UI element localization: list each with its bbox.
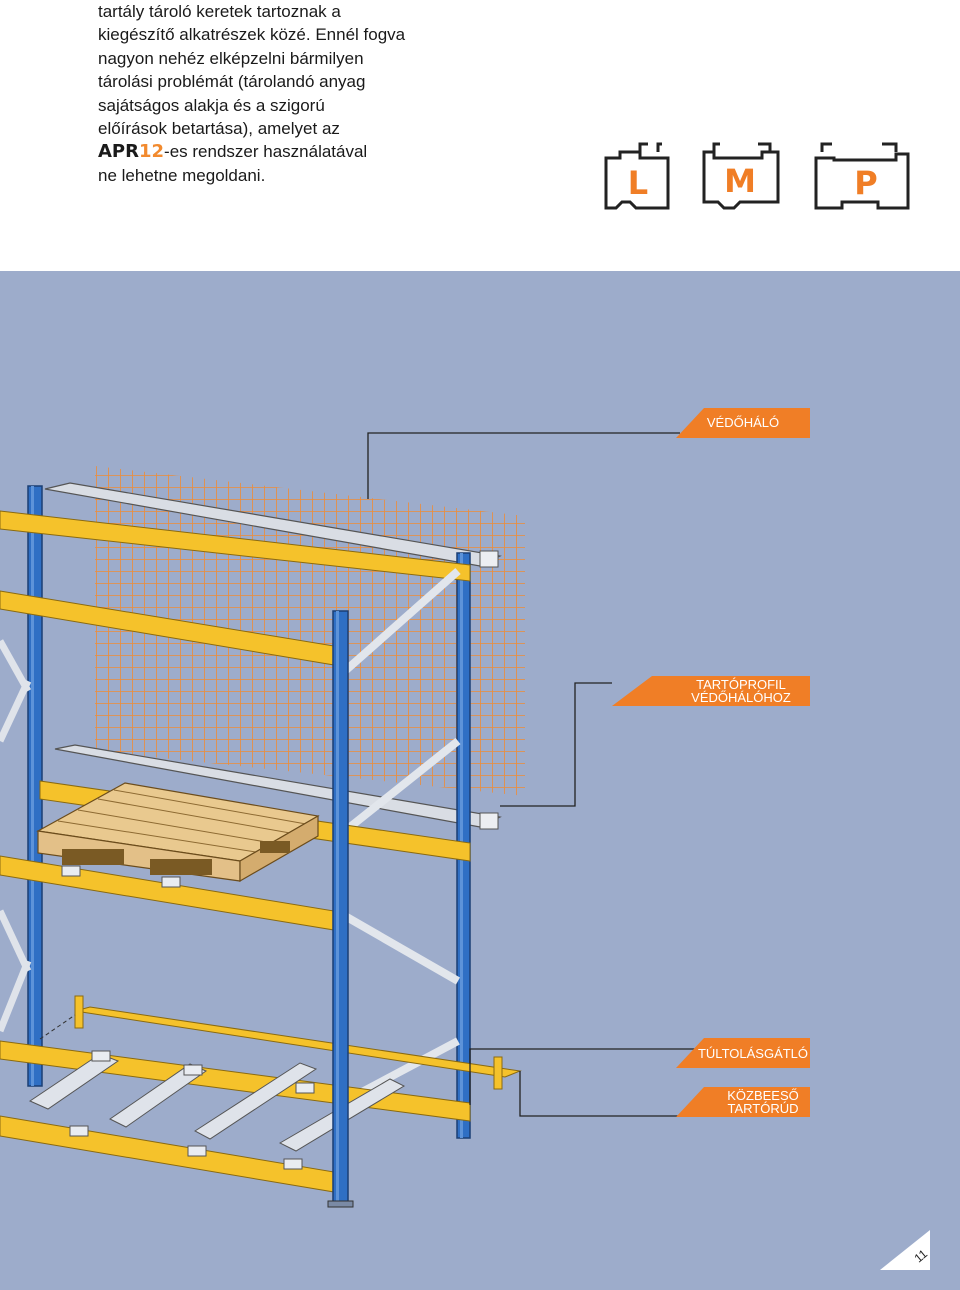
bar-clip bbox=[69, 1125, 89, 1137]
label-text: TARTÓPROFIL bbox=[696, 677, 786, 692]
illustration-panel: VÉDŐHÁLÓ TARTÓPROFIL VÉDŐHÁLÓHOZ TÚLTOLÁ… bbox=[0, 271, 960, 1290]
label-text: TÚLTOLÁSGÁTLÓ bbox=[697, 1046, 809, 1061]
label-text: VÉDŐHÁLÓHOZ bbox=[691, 690, 791, 705]
beam-bottom-front bbox=[0, 1115, 341, 1194]
bar-clip bbox=[295, 1082, 315, 1094]
pallet-clip bbox=[61, 865, 81, 877]
intro-line-rest: -es rendszer használatával bbox=[164, 142, 368, 162]
label-text: TARTÓRÚD bbox=[727, 1101, 799, 1116]
label-text: VÉDŐHÁLÓ bbox=[706, 415, 780, 430]
label-text: KÖZBEESŐ bbox=[727, 1088, 799, 1103]
profile-l-icon: L bbox=[604, 142, 670, 210]
rack-illustration bbox=[0, 432, 700, 1208]
intro-line: ne lehetne megoldani. bbox=[98, 165, 266, 185]
bar-clip bbox=[283, 1158, 303, 1170]
right-bracing bbox=[342, 568, 461, 1105]
label-tab-shape bbox=[612, 676, 810, 706]
callout-lines bbox=[367, 432, 700, 1117]
left-bracing bbox=[0, 639, 32, 1033]
net-support-top bbox=[44, 482, 502, 568]
label-tab-shape bbox=[676, 1087, 810, 1117]
profile-sections: L M P bbox=[604, 142, 910, 210]
profile-p-icon: P bbox=[814, 142, 910, 210]
label-tartoprofil: TARTÓPROFIL VÉDŐHÁLÓHOZ bbox=[612, 676, 810, 706]
profile-letter: P bbox=[854, 164, 877, 202]
pallet bbox=[36, 782, 320, 883]
beam-top-back bbox=[0, 510, 471, 582]
front-right-upright bbox=[327, 610, 354, 1208]
label-tab-shape bbox=[676, 408, 810, 438]
intro-line: sajátságos alakja és a szigorú bbox=[98, 95, 325, 115]
brand-12: 12 bbox=[138, 141, 165, 163]
bar-clip bbox=[91, 1050, 111, 1062]
bar-clip bbox=[187, 1145, 207, 1157]
intro-line: előírások betartása), amelyet az bbox=[98, 119, 340, 139]
bar-clip bbox=[183, 1064, 203, 1076]
intro-line: tartály tároló keretek tartoznak a bbox=[98, 2, 341, 21]
page-number-corner: 11 bbox=[880, 1230, 930, 1270]
brand-apr: APR bbox=[98, 141, 139, 163]
profile-letter: M bbox=[724, 162, 756, 200]
intro-text: tartály tároló keretek tartoznak a kiegé… bbox=[98, 0, 428, 187]
profile-letter: L bbox=[628, 164, 648, 202]
profile-m-icon: M bbox=[702, 142, 780, 210]
pallet-clip bbox=[161, 876, 181, 888]
intro-line: kiegészítő alkatrészek közé. Ennél fogva bbox=[98, 25, 406, 45]
intro-line: tárolási problémát (tárolandó anyag bbox=[98, 72, 366, 92]
intro-line-brand: APR12-es rendszer használatával bbox=[98, 140, 428, 163]
label-tab-shape bbox=[676, 1038, 810, 1068]
label-vedohalo: VÉDŐHÁLÓ bbox=[676, 408, 810, 438]
label-tultolasgatlo: TÚLTOLÁSGÁTLÓ bbox=[676, 1038, 810, 1068]
label-kozbeeso: KÖZBEESŐ TARTÓRÚD bbox=[676, 1087, 810, 1117]
intro-line: nagyon nehéz elképzelni bármilyen bbox=[98, 48, 364, 68]
